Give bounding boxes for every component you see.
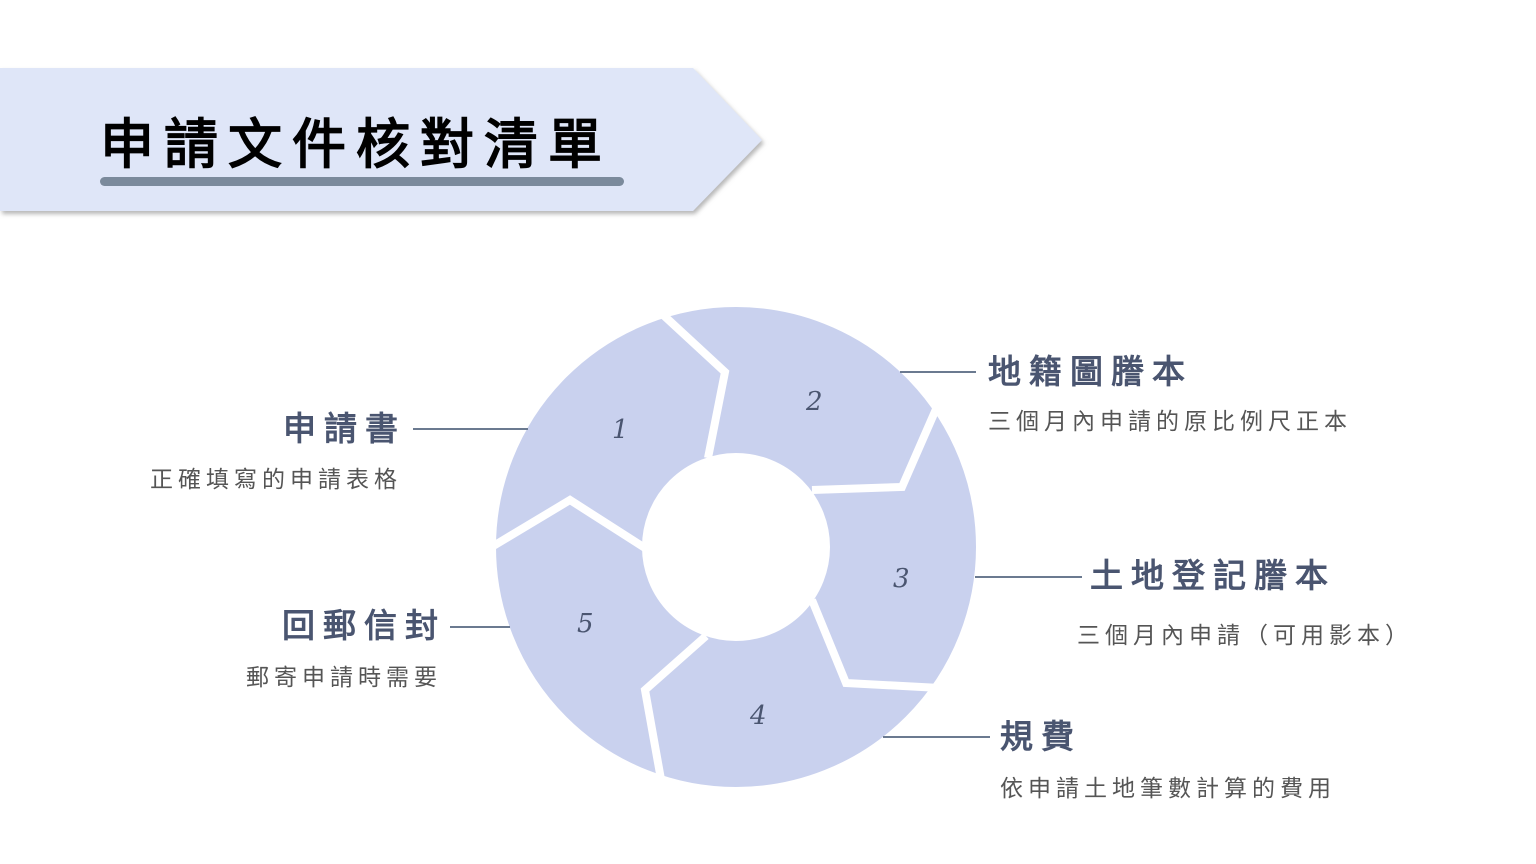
step-1-desc: 正確填寫的申請表格 <box>150 467 402 493</box>
step-number-1: 1 <box>612 415 629 445</box>
step-4-desc: 依申請土地筆數計算的費用 <box>1000 776 1336 802</box>
step-1-title: 申請書 <box>283 409 406 448</box>
step-number-3: 3 <box>893 564 910 594</box>
step-3-title: 土地登記謄本 <box>1090 556 1336 595</box>
separator <box>808 598 941 692</box>
title-underline <box>100 177 624 186</box>
step-number-2: 2 <box>805 387 823 417</box>
separator <box>657 309 730 459</box>
step-5-title: 回郵信封 <box>282 606 446 645</box>
step-4-title: 規費 <box>1000 717 1082 756</box>
step-5-desc: 郵寄申請時需要 <box>246 665 442 691</box>
step-number-5: 5 <box>577 609 594 639</box>
step-number-4: 4 <box>749 701 767 731</box>
separator <box>811 398 944 494</box>
separator <box>640 633 709 786</box>
connector-lines <box>413 371 1082 738</box>
step-3-desc: 三個月內申請（可用影本） <box>1077 623 1413 649</box>
page-title: 申請文件核對清單 <box>100 113 612 176</box>
step-2-desc: 三個月內申請的原比例尺正本 <box>988 409 1352 435</box>
step-2-title: 地籍圖謄本 <box>988 352 1193 391</box>
separator <box>487 495 648 552</box>
cycle-ring: 1 2 3 4 5 <box>487 307 976 787</box>
